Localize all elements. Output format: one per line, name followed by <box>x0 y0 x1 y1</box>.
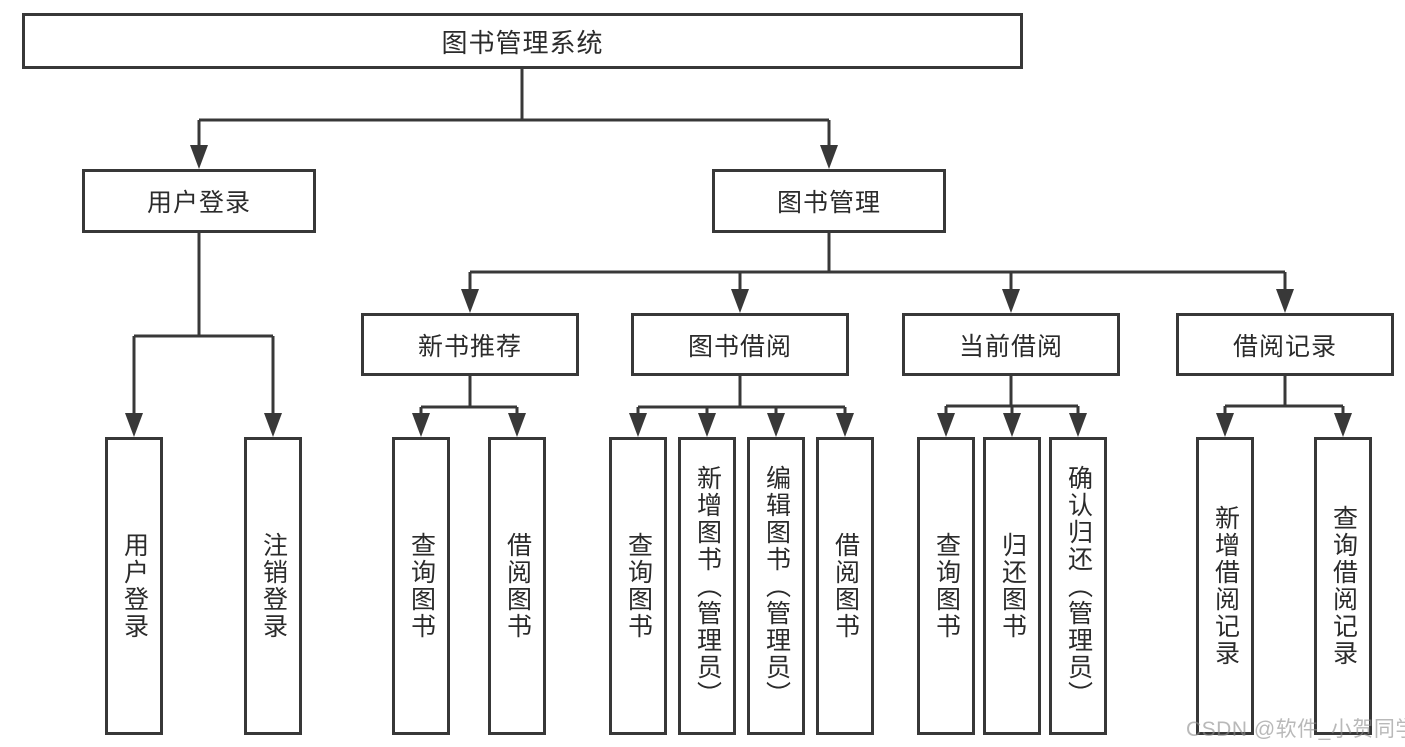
node-leaf-confirm-return-admin: 确认归还（管理员） <box>1049 437 1107 735</box>
node-user-login: 用户登录 <box>82 169 316 233</box>
node-leaf-edit-book-admin: 编辑图书（管理员） <box>747 437 805 735</box>
node-leaf-logout: 注销登录 <box>244 437 302 735</box>
arrow-down-icon <box>264 413 282 437</box>
node-borrowing-records: 借阅记录 <box>1176 313 1394 376</box>
node-leaf-user-login-label: 用户登录 <box>120 532 149 640</box>
node-library-management-system: 图书管理系统 <box>22 13 1023 69</box>
arrow-down-icon <box>1002 289 1020 313</box>
arrow-down-icon <box>1276 289 1294 313</box>
arrow-down-icon <box>698 413 716 437</box>
arrow-down-icon <box>1334 413 1352 437</box>
connector-bookmgmt-to-level3 <box>461 233 1294 313</box>
connector-newbook-to-leaves <box>412 376 526 437</box>
arrow-down-icon <box>767 413 785 437</box>
node-leaf-edit-book-admin-label: 编辑图书（管理员） <box>762 464 791 708</box>
arrow-down-icon <box>731 289 749 313</box>
connector-currentborrow-to-leaves <box>937 376 1087 437</box>
node-leaf-confirm-return-admin-label: 确认归还（管理员） <box>1064 464 1093 708</box>
arrow-down-icon <box>836 413 854 437</box>
node-leaf-query-borrow-record: 查询借阅记录 <box>1314 437 1372 735</box>
node-leaf-recommend-borrow-book: 借阅图书 <box>488 437 546 735</box>
node-leaf-borrow-query-book-label: 查询图书 <box>624 532 653 640</box>
node-new-book-recommendation-label: 新书推荐 <box>417 332 522 361</box>
csdn-watermark: CSDN @软件_小贺同学 <box>1186 718 1405 741</box>
node-book-management: 图书管理 <box>712 169 946 233</box>
node-leaf-borrow-query-book: 查询图书 <box>609 437 667 735</box>
arrow-down-icon <box>1216 413 1234 437</box>
arrow-down-icon <box>1069 413 1087 437</box>
node-book-borrowing-label: 图书借阅 <box>687 332 792 361</box>
connector-borrowrecord-to-leaves <box>1216 376 1352 437</box>
node-leaf-add-book-admin-label: 新增图书（管理员） <box>693 464 722 708</box>
node-leaf-add-borrow-record: 新增借阅记录 <box>1196 437 1254 735</box>
node-leaf-user-login: 用户登录 <box>105 437 163 735</box>
node-leaf-add-book-admin: 新增图书（管理员） <box>678 437 736 735</box>
connector-userlogin-to-leaves <box>125 233 282 437</box>
node-leaf-borrow-book-label: 借阅图书 <box>831 532 860 640</box>
arrow-down-icon <box>937 413 955 437</box>
arrow-down-icon <box>820 145 838 169</box>
node-leaf-current-query-book: 查询图书 <box>917 437 975 735</box>
node-user-login-label: 用户登录 <box>146 189 251 217</box>
node-new-book-recommendation: 新书推荐 <box>361 313 579 376</box>
node-book-borrowing: 图书借阅 <box>631 313 849 376</box>
node-leaf-recommend-query-book: 查询图书 <box>392 437 450 735</box>
node-leaf-recommend-borrow-book-label: 借阅图书 <box>503 532 532 640</box>
arrow-down-icon <box>508 413 526 437</box>
node-current-borrowing: 当前借阅 <box>902 313 1120 376</box>
node-leaf-query-borrow-record-label: 查询借阅记录 <box>1329 505 1358 667</box>
node-book-management-label: 图书管理 <box>776 189 881 217</box>
node-leaf-return-book-label: 归还图书 <box>998 532 1027 640</box>
arrow-down-icon <box>461 289 479 313</box>
node-current-borrowing-label: 当前借阅 <box>958 332 1063 361</box>
arrow-down-icon <box>412 413 430 437</box>
node-leaf-recommend-query-book-label: 查询图书 <box>407 532 436 640</box>
node-leaf-return-book: 归还图书 <box>983 437 1041 735</box>
node-library-management-system-label: 图书管理系统 <box>441 27 604 58</box>
node-leaf-logout-label: 注销登录 <box>259 532 288 640</box>
node-borrowing-records-label: 借阅记录 <box>1232 332 1337 361</box>
connector-bookborrow-to-leaves <box>629 376 854 437</box>
node-leaf-borrow-book: 借阅图书 <box>816 437 874 735</box>
arrow-down-icon <box>125 413 143 437</box>
arrow-down-icon <box>190 145 208 169</box>
arrow-down-icon <box>629 413 647 437</box>
node-leaf-current-query-book-label: 查询图书 <box>932 532 961 640</box>
connector-root-to-level2 <box>190 69 838 169</box>
node-leaf-add-borrow-record-label: 新增借阅记录 <box>1211 505 1240 667</box>
arrow-down-icon <box>1003 413 1021 437</box>
